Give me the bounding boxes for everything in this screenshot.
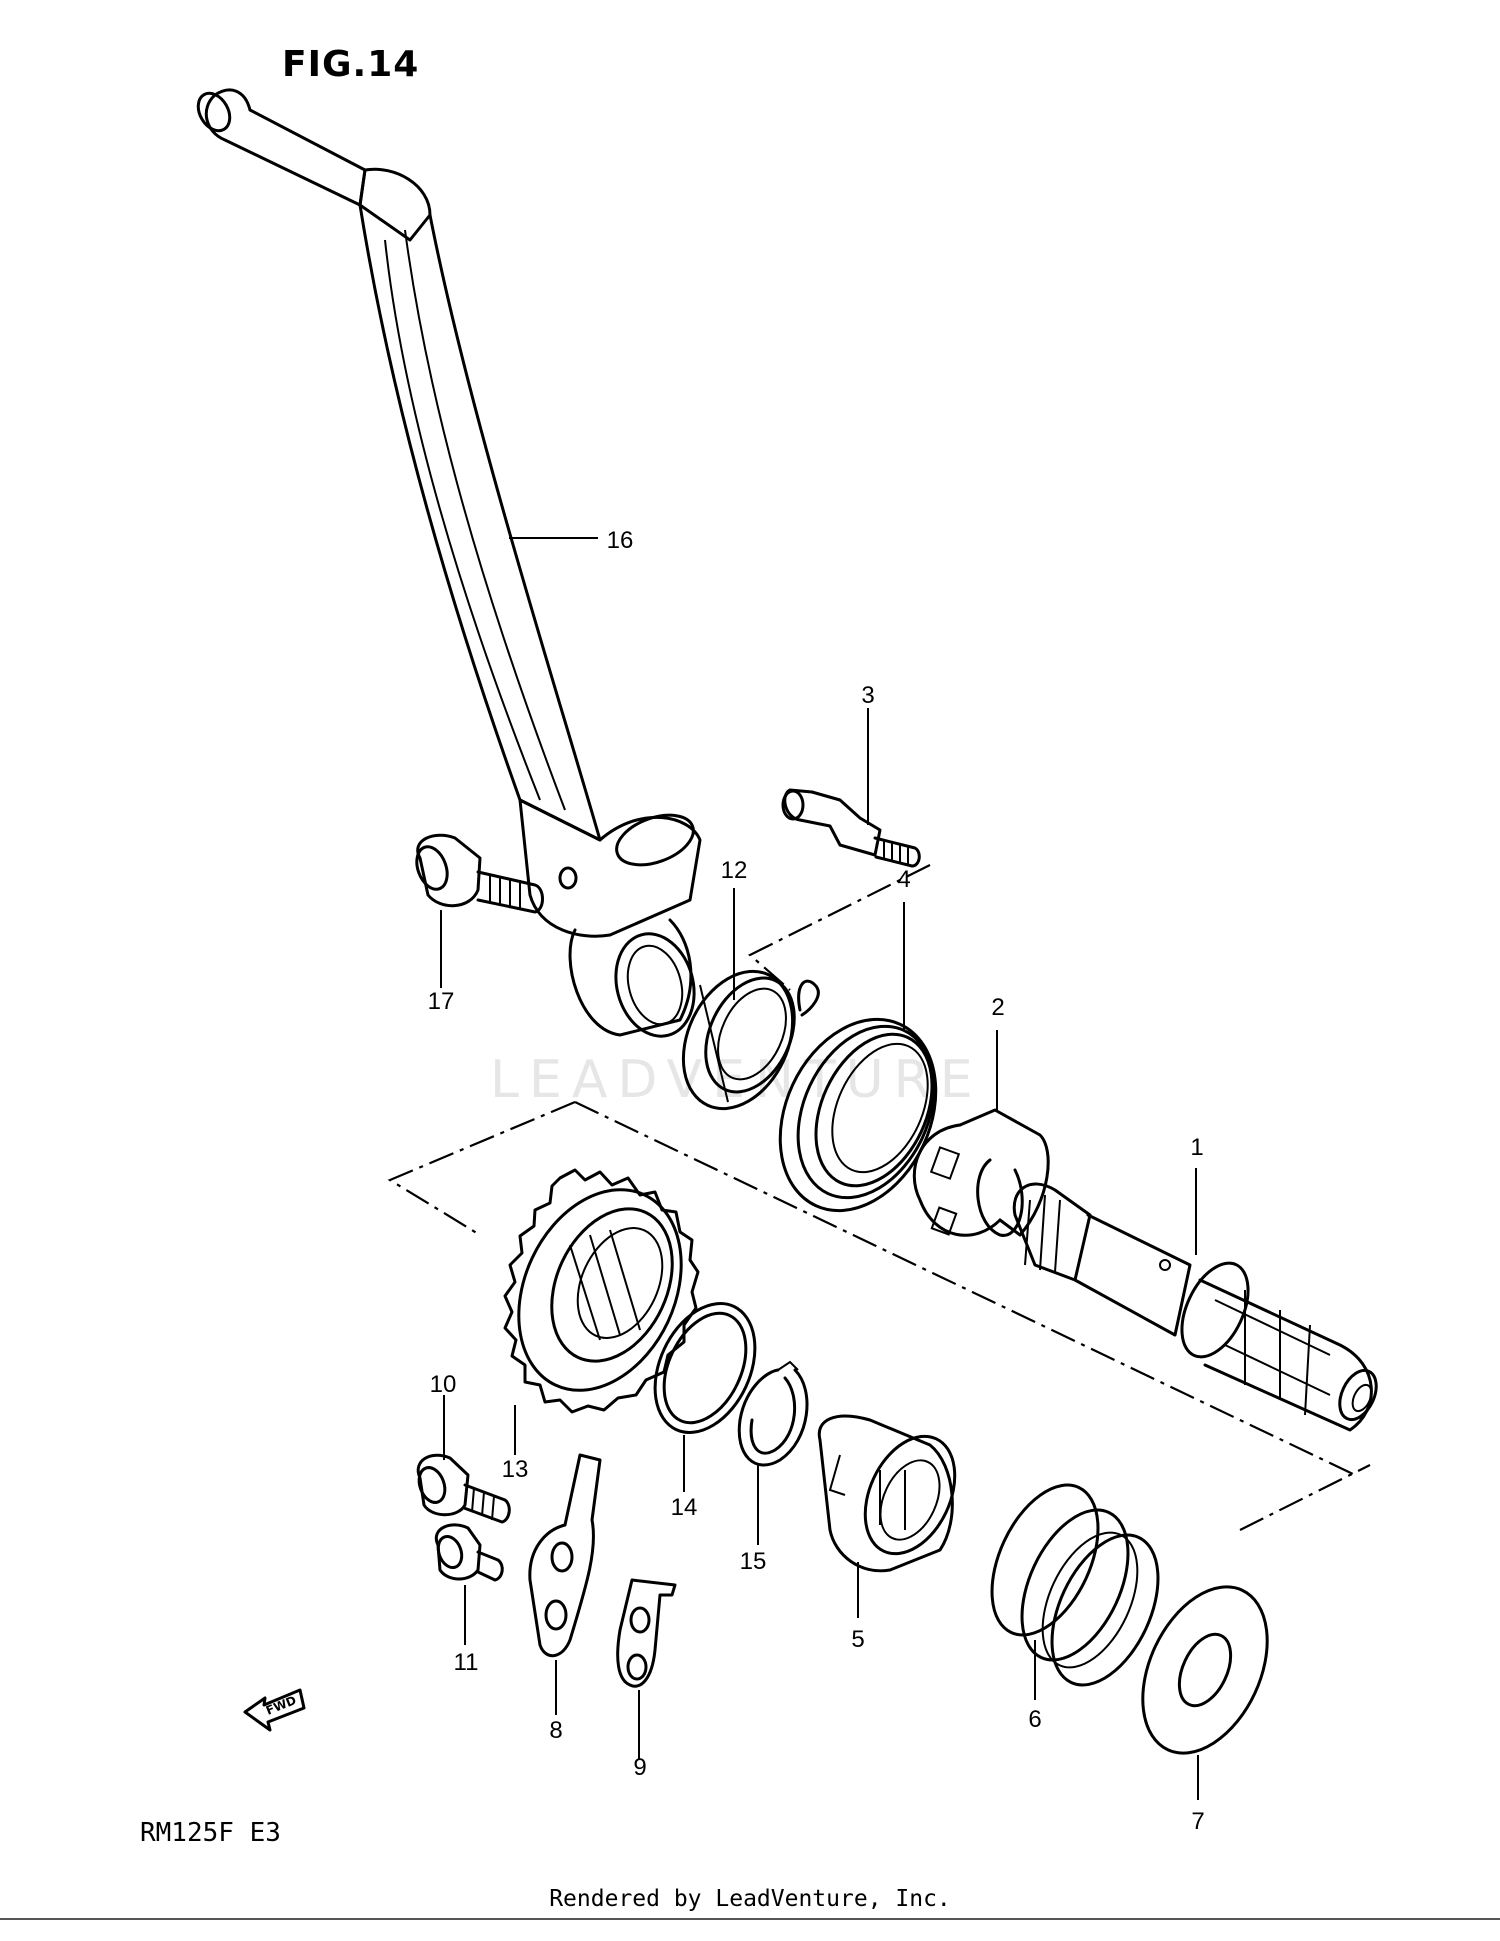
kick-gear-13 xyxy=(503,1168,700,1414)
callout-3: 3 xyxy=(861,682,875,709)
callout-8: 8 xyxy=(549,1717,563,1744)
callout-11: 11 xyxy=(453,1649,479,1676)
forward-arrow-icon: FWD xyxy=(243,1688,306,1732)
assembly-lines xyxy=(387,864,1371,1531)
callout-17: 17 xyxy=(427,988,455,1015)
callout-2: 2 xyxy=(991,994,1005,1021)
kick-starter-lever xyxy=(196,88,702,1038)
leader-lines xyxy=(440,537,1199,1800)
callout-6: 6 xyxy=(1028,1706,1042,1733)
callout-14: 14 xyxy=(670,1494,698,1521)
spring-6 xyxy=(990,1483,1160,1687)
stopper-plate-8 xyxy=(528,1453,602,1658)
bolt-11 xyxy=(434,1523,504,1582)
lock-washer-9 xyxy=(616,1578,677,1688)
figure-title: FIG.14 xyxy=(282,44,420,85)
callout-15: 15 xyxy=(739,1548,767,1575)
callout-13: 13 xyxy=(501,1456,529,1483)
footer-credit: Rendered by LeadVenture, Inc. xyxy=(549,1886,951,1912)
washer-7 xyxy=(1141,1585,1269,1755)
bolt-17 xyxy=(415,833,544,914)
callout-10: 10 xyxy=(429,1371,457,1398)
oil-seal-12 xyxy=(681,969,796,1111)
callout-1: 1 xyxy=(1190,1134,1204,1161)
return-spring-4 xyxy=(778,979,938,1213)
washer-14 xyxy=(653,1302,757,1434)
callout-9: 9 xyxy=(633,1754,647,1781)
callout-4: 4 xyxy=(897,866,911,893)
bolt-10 xyxy=(416,1453,511,1524)
kick-starter-shaft-1 xyxy=(1012,1182,1378,1432)
footer-divider xyxy=(0,1918,1500,1920)
callout-16: 16 xyxy=(606,527,634,554)
callout-7: 7 xyxy=(1191,1808,1205,1835)
model-code: RM125F E3 xyxy=(140,1818,281,1848)
circlip-15 xyxy=(737,1360,809,1467)
callout-12: 12 xyxy=(720,857,748,884)
bolt-3 xyxy=(781,788,921,868)
callout-5: 5 xyxy=(851,1626,865,1653)
kick-starter-guide-5 xyxy=(817,1414,957,1573)
watermark: LEADVENTURE xyxy=(490,1050,983,1110)
spring-guide-2 xyxy=(912,1108,1050,1237)
